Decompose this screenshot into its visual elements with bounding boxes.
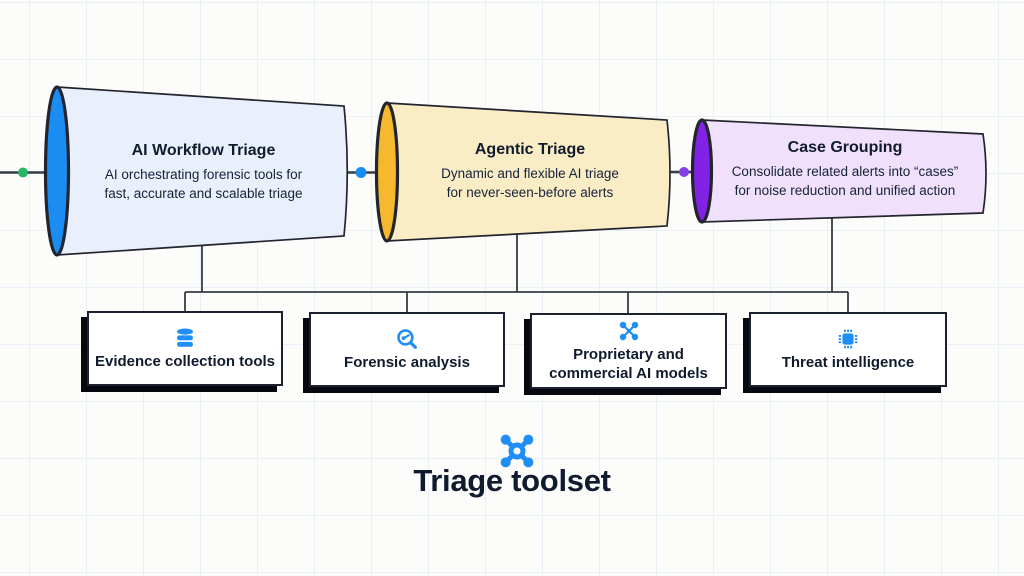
funnel-3-body <box>701 119 987 223</box>
stage-title: Agentic Triage <box>474 141 586 158</box>
funnel-1-body <box>56 86 349 256</box>
input-dot <box>18 167 28 178</box>
stage-description: Dynamic and flexible AI triage for never… <box>441 166 619 201</box>
stage-description: AI orchestrating forensic tools for fast… <box>104 167 303 202</box>
forensic-search-icon <box>395 327 419 351</box>
molecule-icon <box>497 431 537 471</box>
chip-icon <box>836 327 860 351</box>
stage-title: AI Workflow Triage <box>131 142 276 159</box>
tool-label: Threat intelligence <box>781 353 915 371</box>
toolset-box-forensic-analysis: Forensic analysis <box>309 312 505 387</box>
triage-toolset-title: Triage toolset <box>413 463 611 498</box>
toolset-box-evidence-collection-tools: Evidence collection tools <box>87 311 283 386</box>
toolset-box-threat-intelligence: Threat intelligence <box>749 312 947 387</box>
stage-agentic-triage: Agentic Triage Dynamic and flexible AI t… <box>392 141 668 202</box>
funnel-2-body <box>386 102 671 242</box>
stage-case-grouping: Case Grouping Consolidate related alerts… <box>706 139 984 200</box>
database-icon <box>173 326 197 350</box>
stage1-to-stage2-dot <box>355 167 367 178</box>
stage-description: Consolidate related alerts into “cases” … <box>731 164 959 199</box>
tool-label: Proprietary and commercial AI models <box>549 345 708 382</box>
tool-label: Forensic analysis <box>344 353 470 371</box>
stage-title: Case Grouping <box>787 139 903 156</box>
toolset-box-proprietary-commercial-ai-models: Proprietary and commercial AI models <box>530 313 727 389</box>
funnel-2-mouth <box>374 101 400 243</box>
ai-molecule-icon <box>617 319 641 343</box>
stage-ai-workflow-triage: AI Workflow Triage AI orchestrating fore… <box>62 142 345 203</box>
stage2-to-stage3-dot <box>679 167 689 177</box>
tool-label: Evidence collection tools <box>94 352 276 370</box>
funnel-3-mouth <box>690 118 714 224</box>
funnel-1-mouth <box>43 85 71 257</box>
